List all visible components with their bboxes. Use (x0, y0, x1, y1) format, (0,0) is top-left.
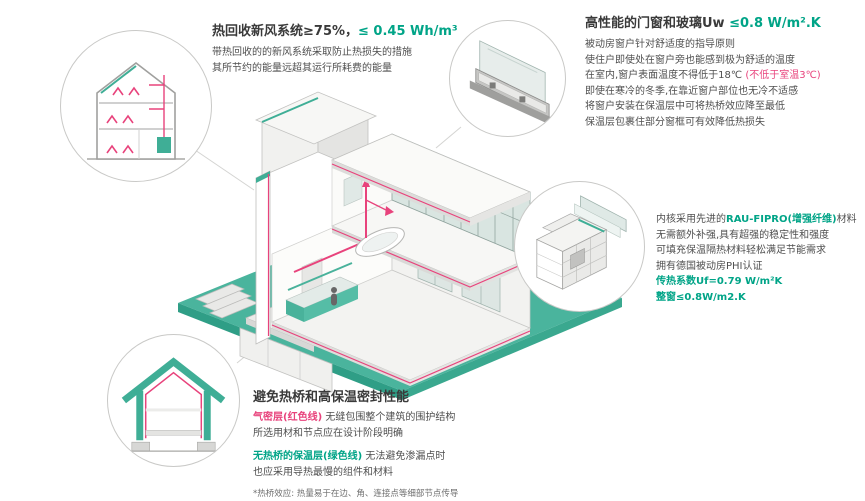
profile-core-line-3: 可填充保温隔热材料轻松满足节能需求 (656, 245, 826, 256)
windows-line-3-highlight: (不低于室温3℃) (745, 70, 821, 81)
thermal-line-2: 所选用材和节点应在设计阶段明确 (253, 427, 403, 439)
heat-recovery-title-value: ≤ 0.45 Wh/m³ (358, 24, 458, 39)
section-thermal-bridge: 避免热桥和高保温密封性能 气密层(红色线) 无缝包围整个建筑的围护结构 所选用材… (253, 386, 573, 501)
heat-recovery-title: 热回收新风系统≥75%，≤ 0.45 Wh/m³ (212, 20, 532, 39)
thermal-line-1: 气密层(红色线) 无缝包围整个建筑的围护结构 (253, 410, 573, 426)
windows-title-text: 高性能的门窗和玻璃Uw (585, 16, 730, 31)
profile-core-line-2: 无需额外补强,具有超强的稳定性和强度 (656, 229, 830, 241)
section-profile-core: 内核采用先进的RAU-FIPRO(增强纤维)材料 无需额外补强,具有超强的稳定性… (656, 212, 862, 305)
section-heat-recovery: 热回收新风系统≥75%，≤ 0.45 Wh/m³ 带热回收的的新风系统采取防止热… (212, 20, 532, 76)
inset-heat-recovery-section (60, 30, 212, 182)
house-roof (330, 133, 532, 226)
profile-core-uf-value: 传热系数Uf=0.79 W/m²K (656, 276, 783, 287)
thermal-line-3-text: 无法避免渗漏点时 (362, 451, 446, 462)
heat-recovery-line-2: 其所节约的能量远超其运行所耗费的能量 (212, 62, 392, 74)
thermal-bridge-body: 气密层(红色线) 无缝包围整个建筑的围护结构 所选用材和节点应在设计阶段明确 无… (253, 410, 573, 501)
windows-line-3: 在室内,窗户表面温度不得低于18℃ (不低于室温3℃) (585, 68, 861, 84)
profile-core-line-4: 拥有德国被动房PHI认证 (656, 260, 763, 272)
profile-core-body: 内核采用先进的RAU-FIPRO(增强纤维)材料 无需额外补强,具有超强的稳定性… (656, 212, 862, 305)
windows-line-1: 被动房窗户针对舒适度的指导原则 (585, 39, 735, 50)
heat-recovery-house-section-icon (87, 61, 185, 160)
thermal-line-3: 无热桥的保温层(绿色线) 无法避免渗漏点时 (253, 449, 573, 465)
windows-line-6: 保温层包裹住部分窗框可有效降低热损失 (585, 116, 765, 128)
section-windows: 高性能的门窗和玻璃Uw ≤0.8 W/m².K 被动房窗户针对舒适度的指导原则 … (585, 12, 861, 130)
window-installation-detail-icon (469, 40, 554, 127)
windows-line-4: 即使在寒冷的冬季,在靠近窗户部位也无冷不适感 (585, 85, 799, 97)
profile-core-line-1-suffix: 材料 (836, 214, 857, 225)
cut-wall-left (255, 170, 271, 345)
windows-line-5: 将窗户安装在保温层中可将热桥效应降至最低 (585, 101, 785, 112)
heat-recovery-line-1: 带热回收的的新风系统采取防止热损失的措施 (212, 47, 412, 58)
inset-window-profile (514, 181, 645, 312)
windows-title: 高性能的门窗和玻璃Uw ≤0.8 W/m².K (585, 12, 861, 31)
profile-core-line-1-highlight: RAU-FIPRO(增强纤维) (726, 214, 837, 225)
windows-title-value: ≤0.8 W/m².K (729, 16, 821, 31)
thermal-line-1-text: 无缝包围整个建筑的围护结构 (322, 412, 456, 423)
airtight-layer-label: 气密层(红色线) (253, 412, 323, 423)
thermal-bridge-title: 避免热桥和高保温密封性能 (253, 390, 410, 405)
inset-window-install-detail (449, 20, 566, 137)
profile-core-uw-value: 整窗≤0.8W/m2.K (656, 291, 746, 303)
ventilation-duct-lines (362, 177, 394, 238)
thermal-bridge-footnote: *热桥效应: 热量易于在边、角、连接点等细部节点传导 (253, 489, 459, 499)
thermal-line-4: 也应采用导热最慢的组件和材料 (253, 466, 393, 478)
profile-core-line-1-text: 内核采用先进的 (656, 214, 726, 225)
heat-recovery-title-text: 热回收新风系统≥75%， (212, 24, 359, 39)
windows-line-2: 使住户即使处在窗户旁也能感到极为舒适的温度 (585, 54, 795, 66)
profile-core-line-1: 内核采用先进的RAU-FIPRO(增强纤维)材料 (656, 212, 862, 228)
inset-insulation-section (107, 334, 240, 467)
heat-recovery-body: 带热回收的的新风系统采取防止热损失的措施 其所节约的能量远超其运行所耗费的能量 (212, 45, 532, 76)
window-frame-profile-icon (535, 195, 627, 290)
insulated-envelope-section-icon (113, 357, 234, 458)
windows-line-3-text: 在室内,窗户表面温度不得低于18℃ (585, 70, 746, 81)
insulation-layer-label: 无热桥的保温层(绿色线) (253, 451, 363, 462)
windows-body: 被动房窗户针对舒适度的指导原则 使住户即使处在窗户旁也能感到极为舒适的温度 在室… (585, 37, 861, 130)
